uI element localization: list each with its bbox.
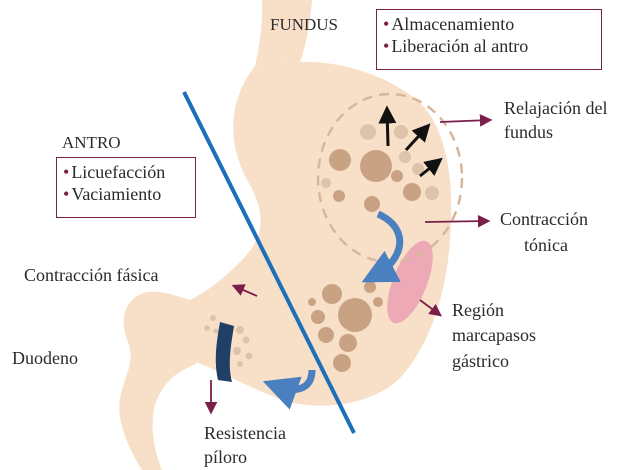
contraccion-tonica-label-line1: Contracción — [500, 208, 588, 230]
arrow-relajacion — [440, 120, 490, 122]
region-label-line1: Región — [452, 299, 504, 321]
contraccion-fasica-label: Contracción fásica — [24, 264, 158, 286]
resistencia-label-line2: píloro — [204, 446, 247, 468]
fundus-function-item-1: •Almacenamiento — [383, 13, 595, 35]
antro-function-item-2: •Vaciamiento — [63, 183, 189, 205]
antro-function-text: Vaciamiento — [71, 184, 161, 204]
bullet: • — [63, 162, 69, 182]
region-label-line2: marcapasos — [452, 324, 536, 346]
antro-function-text: Licuefacción — [71, 162, 165, 182]
duodeno-label: Duodeno — [12, 347, 78, 369]
relajacion-label-line1: Relajación del — [504, 97, 607, 119]
antro-label: ANTRO — [62, 132, 121, 154]
antro-function-item-1: •Licuefacción — [63, 161, 189, 183]
fundus-function-item-2: •Liberación al antro — [383, 35, 595, 57]
bullet: • — [383, 14, 389, 34]
fundus-function-text: Liberación al antro — [391, 36, 528, 56]
duodenum-shape — [119, 292, 196, 470]
antro-functions-box: •Licuefacción •Vaciamiento — [56, 157, 196, 218]
region-label-line3: gástrico — [452, 350, 509, 372]
contraccion-tonica-label-line2: tónica — [524, 234, 568, 256]
relajacion-label-line2: fundus — [504, 121, 553, 143]
fundus-label: FUNDUS — [270, 14, 338, 36]
resistencia-label-line1: Resistencia — [204, 422, 286, 444]
bullet: • — [63, 184, 69, 204]
bullet: • — [383, 36, 389, 56]
fundus-functions-box: •Almacenamiento •Liberación al antro — [376, 9, 602, 70]
fundus-function-text: Almacenamiento — [391, 14, 514, 34]
arrow-contraccion-tonica — [425, 221, 488, 222]
